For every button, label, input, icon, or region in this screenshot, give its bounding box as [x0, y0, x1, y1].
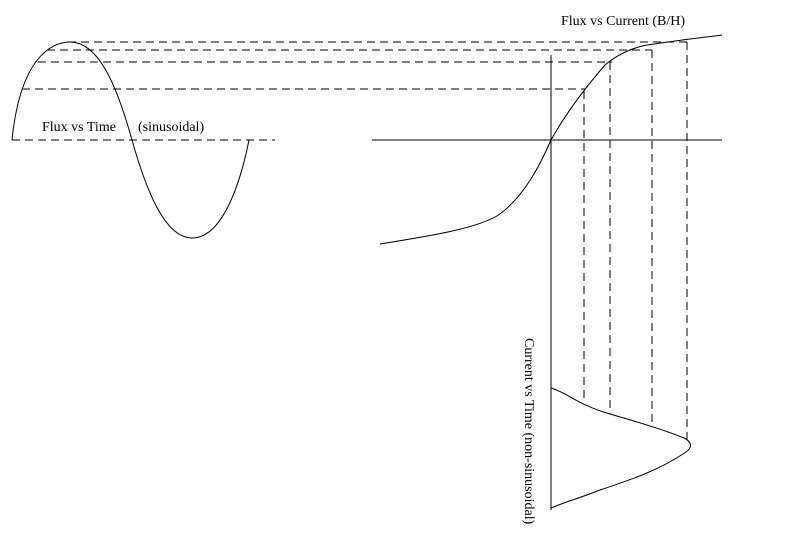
flux-vs-current-label: Flux vs Current (B/H)	[561, 14, 685, 29]
current-vs-time-label: Current vs Time (non-sinusoidal)	[521, 338, 536, 525]
flux-vs-time-note: (sinusoidal)	[138, 120, 204, 135]
flux-sine-curve	[11, 41, 250, 239]
flux-vs-time-label: Flux vs Time	[42, 120, 116, 135]
current-time-curve	[550, 387, 691, 509]
bh-curve	[379, 34, 723, 245]
